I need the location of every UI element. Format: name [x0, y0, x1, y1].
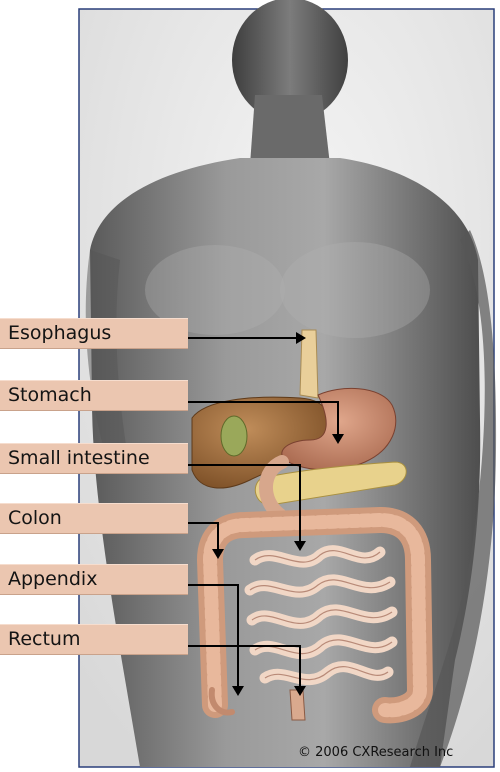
label-small-intestine: Small intestine [0, 443, 188, 474]
arrowhead-colon [212, 549, 224, 559]
label-rectum: Rectum [0, 624, 188, 655]
pointer-stomach [188, 401, 339, 438]
copyright-notice: © 2006 CXResearch Inc [298, 745, 454, 760]
pointer-rectum [188, 645, 301, 690]
label-esophagus: Esophagus [0, 318, 188, 349]
arrowhead-small-intestine [294, 541, 306, 551]
arrowhead-esophagus [296, 332, 306, 344]
arrowhead-stomach [332, 434, 344, 444]
arrowhead-appendix [232, 686, 244, 696]
pointer-appendix [188, 584, 239, 690]
label-stomach: Stomach [0, 380, 188, 411]
pointer-arrowheads [212, 332, 344, 696]
pointer-colon [188, 522, 219, 553]
label-colon: Colon [0, 503, 188, 534]
arrowhead-rectum [294, 686, 306, 696]
label-appendix: Appendix [0, 564, 188, 595]
pointer-small-intestine [188, 464, 301, 545]
pointer-lines [188, 337, 339, 690]
